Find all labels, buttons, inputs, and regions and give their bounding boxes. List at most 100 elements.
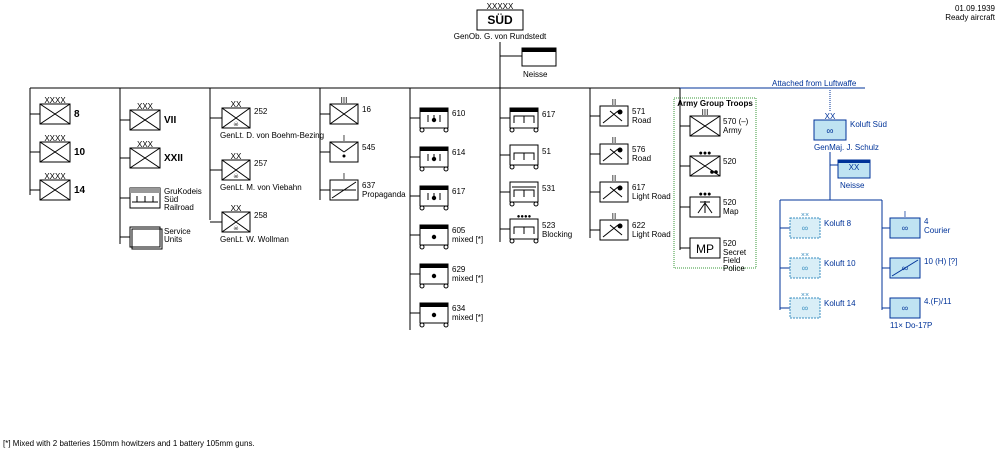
hq-commander: GenOb. G. von Rundstedt [454, 32, 547, 41]
engineers-number: 617 [542, 110, 556, 119]
koluft-name: Koluft 10 [824, 259, 856, 268]
army-echelon: XXXX [44, 134, 66, 143]
artillery-number: 634 [452, 304, 466, 313]
squadron-name: 10 (H) [?] [924, 257, 957, 266]
corps-support-label: Units [164, 235, 182, 244]
construction-note: Road [632, 116, 651, 125]
corps-support-label: Railroad [164, 203, 194, 212]
squadron-1: ∞10 (H) [?] [889, 257, 957, 279]
army-group-troop-note: Field [723, 256, 740, 265]
division-echelon: XX [231, 204, 242, 213]
corps-support-label: Süd [164, 195, 178, 204]
hq-sub-unit-name: Neisse [523, 70, 548, 79]
koluft-name: Koluft 8 [824, 219, 852, 228]
corps-support-label: GruKodeis [164, 187, 202, 196]
construction-echelon: II [612, 174, 616, 183]
army-echelon: XXXX [44, 172, 66, 181]
artillery-note: mixed [*] [452, 235, 483, 244]
army-name: 14 [74, 185, 86, 196]
squadron-note: Courier [924, 226, 951, 235]
engineers-echelon: ●●●● [517, 214, 532, 220]
artillery-note: mixed [*] [452, 274, 483, 283]
army-echelon: XXXX [44, 96, 66, 105]
army-group-troop-number: 520 [723, 198, 737, 207]
date-label: 01.09.1939 [955, 4, 996, 13]
artillery-number: 629 [452, 265, 466, 274]
signals-number: 545 [362, 143, 376, 152]
division-commander: GenLt. M. von Viebahn [220, 183, 302, 192]
construction-number: 617 [632, 183, 646, 192]
artillery-number: 617 [452, 187, 466, 196]
army-group-troops-border [673, 97, 757, 269]
luftwaffe-name: Koluft Süd [850, 120, 887, 129]
artillery-617: 617 [419, 185, 466, 211]
army-name: 10 [74, 147, 86, 158]
hq-unit: XXXXX SÜD GenOb. G. von Rundstedt [454, 2, 547, 41]
engineers-number: 523 [542, 221, 556, 230]
signals-number: 16 [362, 105, 371, 114]
army-group-troop-echelon: ●●● [699, 150, 712, 157]
engineers-number: 531 [542, 184, 556, 193]
engineers-note: Blocking [542, 230, 572, 239]
koluft-echelon: ×× [801, 292, 809, 299]
army-group-troop-echelon: ●●● [699, 191, 712, 198]
hq-echelon: XXXXX [487, 2, 514, 11]
squadron-echelon: I [904, 210, 906, 219]
artillery-number: 610 [452, 109, 466, 118]
squadron-note: 11× Do-17P [890, 321, 932, 330]
propeller-icon: ∞ [902, 303, 908, 313]
division-insignia-icon: ☠ [233, 121, 239, 128]
army-group-troop-echelon: III [702, 108, 709, 117]
koluft-name: Koluft 14 [824, 299, 856, 308]
engineers-617: 617 [509, 107, 556, 133]
luftwaffe-attached-label: Attached from Luftwaffe [772, 79, 857, 88]
corps-echelon: XXX [137, 140, 154, 149]
status-label: Ready aircraft [945, 13, 996, 22]
signals-echelon: I [343, 134, 345, 143]
artillery-number: 614 [452, 148, 466, 157]
construction-number: 571 [632, 107, 646, 116]
division-echelon: XX [231, 100, 242, 109]
army-10: XXXX 10 [39, 134, 86, 163]
construction-note: Road [632, 154, 651, 163]
corps-echelon: XXX [137, 102, 154, 111]
army-group-troop-note: Police [723, 264, 745, 273]
army-group-troops-title: Army Group Troops [677, 99, 753, 108]
luftwaffe-echelon: XX [825, 112, 836, 121]
koluft-0: ∞××Koluft 8 [789, 212, 852, 239]
luftwaffe-commander: GenMaj. J. Schulz [814, 143, 879, 152]
koluft-2: ∞××Koluft 14 [789, 292, 856, 319]
artillery-614: 614 [419, 146, 466, 172]
construction-echelon: II [612, 212, 616, 221]
engineers-531: 531 [509, 181, 556, 207]
division-insignia-icon: ☠ [233, 225, 239, 232]
hq-name: SÜD [487, 12, 513, 27]
squadron-name: 4.(F)/11 [924, 297, 952, 306]
